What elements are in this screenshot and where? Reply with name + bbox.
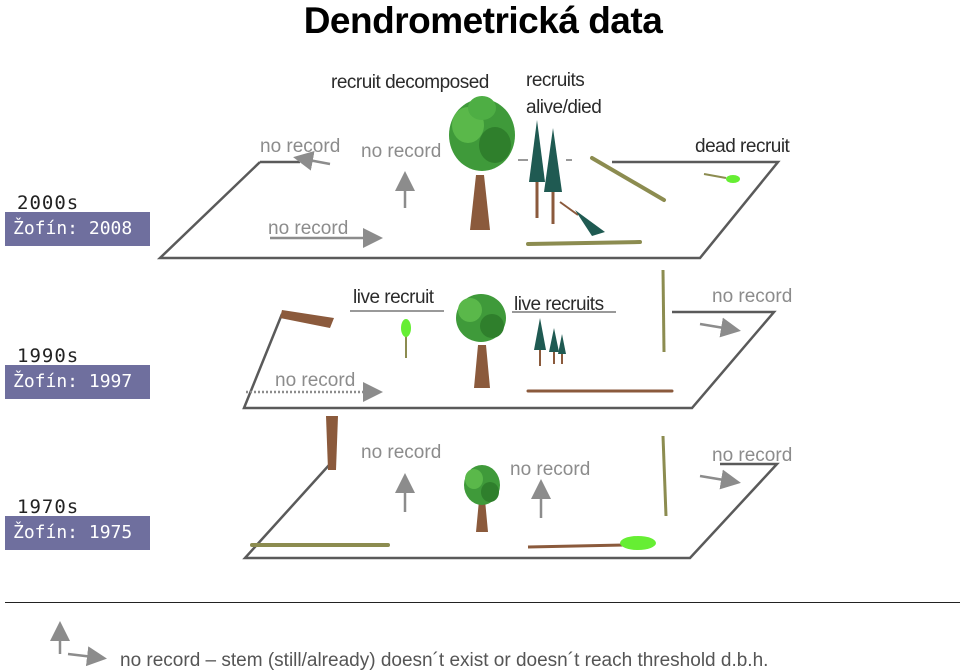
legend-arrow-icon [50, 621, 107, 667]
era-site: Žofín: 2008 [5, 212, 150, 246]
deciduous-tree-icon [464, 465, 500, 532]
dead-recruit-label: dead recruit [695, 136, 790, 157]
no-record-label: no record [260, 136, 341, 157]
spruce-tree-icon [549, 328, 559, 364]
snag-icon [661, 269, 666, 353]
era-1970s: 1970s Žofín: 1975 [5, 496, 150, 550]
era-2000s: 2000s Žofín: 2008 [5, 192, 150, 246]
fallen-log-icon [280, 310, 334, 328]
legend-text: no record – stem (still/already) doesn´t… [120, 650, 769, 671]
alive-died-label: alive/died [526, 97, 602, 118]
snag-icon [661, 435, 668, 517]
no-record-arrow [246, 317, 741, 402]
live-recruit-label: live recruit [353, 287, 434, 308]
era-decade: 1970s [17, 496, 80, 518]
no-record-label: no record [268, 218, 349, 239]
no-record-label: no record [510, 459, 591, 480]
spruce-tree-icon [529, 120, 545, 218]
no-record-label: no record [361, 442, 442, 463]
fallen-recruit-icon [527, 536, 656, 550]
no-record-arrow [270, 150, 415, 248]
spruce-tree-icon [544, 128, 562, 224]
no-record-label: no record [361, 141, 442, 162]
plane-2000s [156, 159, 781, 260]
era-decade: 2000s [17, 192, 80, 214]
live-recruits-label: live recruits [514, 294, 604, 315]
snag-icon [326, 416, 338, 470]
no-record-arrow [395, 469, 741, 518]
fallen-spruce-icon [559, 201, 605, 236]
era-site: Žofín: 1997 [5, 365, 150, 399]
plane-1970s [242, 462, 780, 560]
dead-recruit-icon [703, 173, 740, 183]
spruce-tree-icon [534, 318, 546, 366]
era-1990s: 1990s Žofín: 1997 [5, 345, 150, 399]
young-recruit-icon [401, 319, 411, 358]
deciduous-tree-icon [449, 96, 515, 230]
fallen-log-icon [526, 156, 666, 246]
page-title: Dendrometrická data [303, 0, 663, 41]
plane-1990s [242, 310, 777, 410]
no-record-label: no record [712, 286, 793, 307]
recruit-decomposed-label: recruit decomposed [331, 72, 489, 93]
era-decade: 1990s [17, 345, 80, 367]
spruce-tree-icon [558, 334, 566, 364]
no-record-label: no record [275, 370, 356, 391]
recruits-label: recruits [526, 70, 585, 91]
deciduous-tree-icon [456, 294, 506, 388]
no-record-label: no record [712, 445, 793, 466]
era-site: Žofín: 1975 [5, 516, 150, 550]
divider [5, 602, 960, 603]
